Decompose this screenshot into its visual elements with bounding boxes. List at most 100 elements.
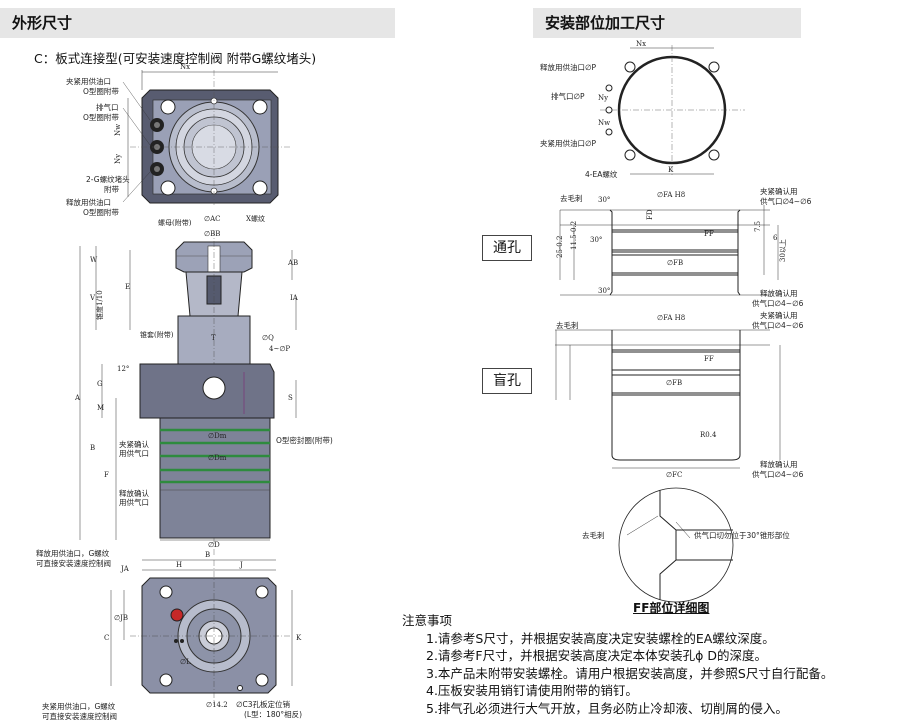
port-hole-icon	[605, 106, 613, 114]
dim-30: 30°	[590, 236, 602, 244]
port-hole-icon	[605, 84, 613, 92]
bolt-hole-icon	[255, 673, 269, 687]
through-hole-section: 去毛刺 ∅FA H8 30° 30° 30° 25-0.2 11.5-0.2 F…	[556, 186, 812, 308]
dim-4p: 4~∅P	[269, 345, 290, 353]
dim-m: M	[97, 404, 104, 412]
label-burr: 去毛刺	[556, 320, 579, 330]
dim-s: S	[288, 394, 293, 402]
dim-fa: ∅FA H8	[657, 191, 685, 199]
dim-dm-1: ∅Dm	[208, 432, 227, 440]
release-port-icon	[170, 608, 184, 622]
label-release-air: 释放确认用	[760, 288, 798, 298]
label-clamp-air-2: 供气口∅4~∅6	[760, 196, 812, 206]
label-g-plug: 2-G螺纹堵头	[86, 174, 130, 184]
label-release-air-2: 供气口∅4~∅6	[752, 469, 804, 479]
dim-l: ∅L	[180, 658, 191, 666]
dim-ff: FF	[704, 355, 714, 363]
label-release-port: 释放用供油口∅P	[540, 62, 597, 72]
bolt-hole-icon	[624, 149, 636, 161]
label-release-air: 释放确认	[119, 488, 149, 498]
dim-142: ∅14.2	[206, 701, 228, 709]
bolt-hole-icon	[159, 585, 173, 599]
dim-v: V	[89, 294, 96, 302]
right-section-header: 安装部位加工尺寸	[533, 8, 801, 38]
dim-ab: AB	[287, 259, 298, 267]
dim-fc: ∅FC	[666, 471, 682, 479]
label-supply-note: 供气口切勿位于30°锥形部位	[694, 530, 790, 540]
label-locate-pin-2: (L型：180°相反)	[244, 709, 302, 719]
dim-30: 30°	[598, 287, 610, 295]
dim-nw: Nw	[114, 124, 122, 136]
dim-fd: FD	[646, 209, 654, 220]
label-nut: 螺母(附带)	[158, 218, 192, 227]
label-release-port: 释放用供油口，G螺纹	[36, 548, 110, 558]
subtitle: C：板式连接型(可安装速度控制阀 附带G螺纹堵头)	[34, 51, 317, 66]
label-oring: O型圈附带	[83, 87, 119, 96]
dim-e: E	[125, 283, 130, 291]
ff-detail-view: 去毛刺 供气口切勿位于30°锥形部位	[582, 487, 790, 603]
label-ea-thread: 4-EA螺纹	[585, 169, 618, 179]
label-clamp-air-2: 供气口∅4~∅6	[752, 320, 804, 330]
label-cone: 锥套(附带)	[140, 330, 174, 339]
note-item: 4.压板安装用销钉请使用附带的销钉。	[426, 683, 638, 698]
dim-h: H	[176, 561, 182, 569]
bolt-hole-icon	[160, 99, 176, 115]
dim-ac: ∅AC	[204, 215, 221, 223]
dim-30-above: 30以上	[778, 239, 787, 262]
small-hole-icon	[174, 639, 178, 643]
note-item: 1.请参考S尺寸，并根据安装高度决定安装螺栓的EA螺纹深度。	[426, 630, 775, 646]
label-clamp-port: 夹紧用供油口∅P	[540, 138, 597, 148]
label-release-port: 释放用供油口	[66, 197, 111, 207]
dim-nw: Nw	[598, 119, 610, 127]
dim-fb: ∅FB	[667, 259, 683, 267]
dim-c: C	[104, 634, 109, 642]
tab-blind-hole[interactable]: 盲孔	[482, 368, 532, 394]
label-oring: O型密封圈(附带)	[276, 435, 333, 445]
label-burr: 去毛刺	[560, 193, 583, 203]
label-clamp-air: 夹紧确认用	[760, 310, 798, 320]
label-clamp-port: 夹紧用供油口	[66, 76, 111, 86]
dim-dm-2: ∅Dm	[208, 454, 227, 462]
bolt-hole-icon	[252, 180, 268, 196]
dim-fa: ∅FA H8	[657, 314, 685, 322]
dim-k: K	[296, 634, 302, 642]
dim-g: G	[97, 380, 103, 388]
dim-j: J	[239, 561, 243, 569]
small-hole-icon	[180, 639, 184, 643]
blind-hole-section: 去毛刺 ∅FA H8 ∅FB FF ∅FC R0.4 夹紧确认用 供气口∅4~∅…	[555, 310, 804, 479]
label-vent: 排气口	[96, 102, 119, 112]
top-view: Nx Nw Ny 夹紧用供油口 O型圈附带 排气口 O型圈附带 2-G螺纹堵头 …	[66, 63, 290, 217]
side-view: 螺母(附带) X螺纹 ∅AC ∅BB 锥度1/10 锥套(附带) T ∅Q 4~…	[74, 214, 333, 555]
label-x-thread: X螺纹	[246, 214, 265, 223]
label-vent: 排气口∅P	[551, 91, 585, 101]
dim-q: ∅Q	[262, 334, 274, 342]
dim-25: 25-0.2	[556, 236, 564, 258]
dim-fb: ∅FB	[666, 379, 682, 387]
label-burr: 去毛刺	[582, 530, 605, 540]
label-taper: 锥度1/10	[95, 290, 104, 320]
bottom-view: 释放用供油口，G螺纹 可直接安装速度控制阀 夹紧用供油口，G螺纹 可直接安装速度…	[36, 548, 302, 721]
notes: 注意事项 1.请参考S尺寸，并根据安装高度决定安装螺栓的EA螺纹深度。 2.请参…	[402, 612, 833, 717]
locate-pin-icon	[237, 685, 243, 691]
dim-nx: Nx	[636, 40, 646, 48]
dim-t: T	[211, 334, 216, 342]
bolt-hole-icon	[255, 585, 269, 599]
tab-through-hole[interactable]: 通孔	[482, 235, 532, 261]
dim-bb: ∅BB	[204, 230, 220, 238]
label-release-port-2: 可直接安装速度控制阀	[36, 558, 111, 568]
detail-caption: FF部位详细图	[633, 601, 710, 615]
note-item: 5.排气孔必须进行大气开放，且务必防止冷却液、切削屑的侵入。	[426, 700, 788, 716]
dim-7-5: 7.5	[754, 221, 762, 232]
dim-r04: R0.4	[700, 431, 717, 439]
dim-jb: ∅JB	[114, 614, 128, 622]
note-item: 3.本产品未附带安装螺栓。请用户根据安装高度，并参照S尺寸自行配备。	[426, 665, 834, 681]
bolt-hole-icon	[708, 61, 720, 73]
dim-a: A	[74, 394, 81, 402]
dim-ff: FF	[704, 230, 714, 238]
label-clamp-air-2: 用供气口	[119, 448, 149, 458]
label-locate-pin: ∅C3孔板定位销	[236, 699, 291, 709]
dim-12deg: 12°	[117, 365, 129, 373]
label-oring: O型圈附带	[83, 113, 119, 122]
dim-b: B	[90, 444, 95, 452]
